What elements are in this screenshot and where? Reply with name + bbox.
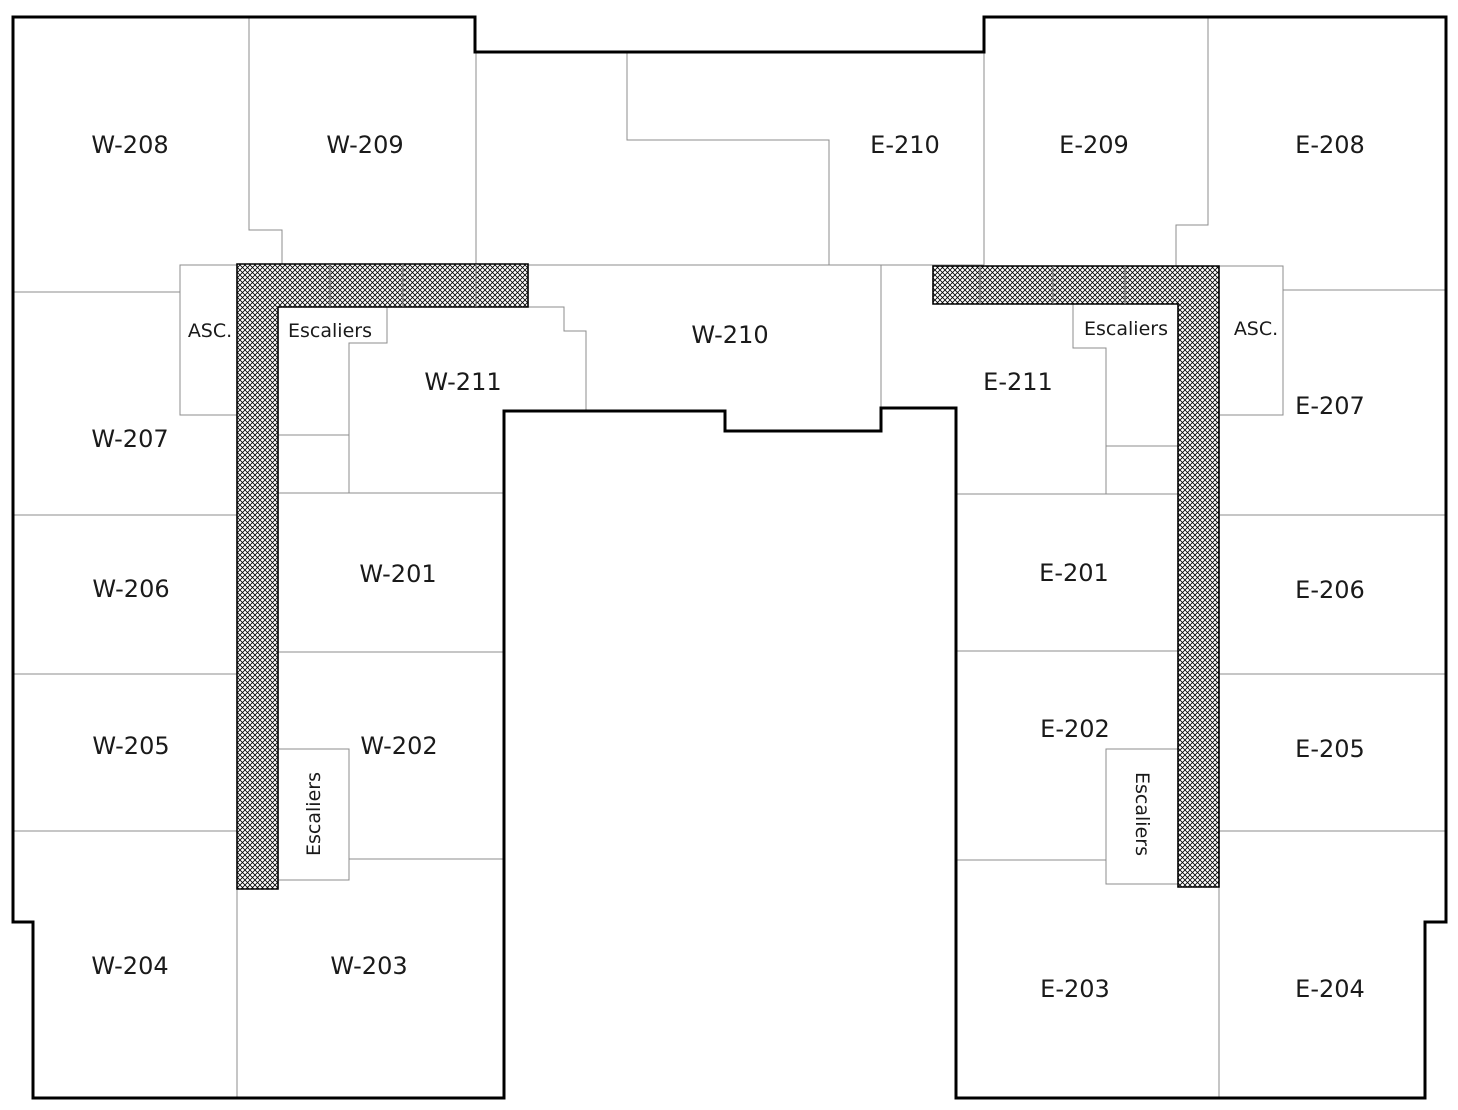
room-label-e204: E-204 [1295, 975, 1365, 1003]
stairs-label-ne: Escaliers [1084, 318, 1168, 340]
room-label-w205: W-205 [92, 732, 169, 760]
service-labels: ASC. ASC. Escaliers Escaliers Escaliers … [188, 318, 1278, 856]
stairs-label-nw: Escaliers [288, 320, 372, 342]
stairs-label-sw: Escaliers [303, 772, 325, 856]
outer-wall [11, 15, 1448, 1100]
room-label-e209: E-209 [1059, 131, 1129, 159]
room-label-e203: E-203 [1040, 975, 1110, 1003]
room-label-w206: W-206 [92, 575, 169, 603]
room-label-w207: W-207 [91, 425, 168, 453]
room-label-e205: E-205 [1295, 735, 1365, 763]
room-label-w201: W-201 [359, 560, 436, 588]
room-label-w203: W-203 [330, 952, 407, 980]
elevator-label-east: ASC. [1234, 318, 1278, 340]
room-labels: W-208 W-209 E-210 E-209 E-208 W-210 W-21… [91, 131, 1364, 1003]
room-label-w209: W-209 [326, 131, 403, 159]
west-hatched-wall [236, 263, 529, 890]
room-label-e207: E-207 [1295, 392, 1365, 420]
partition-lines [13, 17, 1446, 1098]
room-label-w210: W-210 [691, 321, 768, 349]
room-label-w208: W-208 [91, 131, 168, 159]
room-label-w204: W-204 [91, 952, 168, 980]
room-label-e208: E-208 [1295, 131, 1365, 159]
room-label-e211: E-211 [983, 368, 1053, 396]
room-label-e201: E-201 [1039, 559, 1109, 587]
room-label-e210: E-210 [870, 131, 940, 159]
stairs-label-se: Escaliers [1131, 772, 1153, 856]
east-wall-segments [979, 266, 1126, 304]
room-label-e206: E-206 [1295, 576, 1365, 604]
east-hatched-wall [932, 265, 1220, 888]
west-wall-segments [329, 264, 477, 307]
room-label-w211: W-211 [424, 368, 501, 396]
room-label-w202: W-202 [360, 732, 437, 760]
room-label-e202: E-202 [1040, 715, 1110, 743]
elevator-label-west: ASC. [188, 320, 232, 342]
hatched-walls [236, 263, 1220, 890]
